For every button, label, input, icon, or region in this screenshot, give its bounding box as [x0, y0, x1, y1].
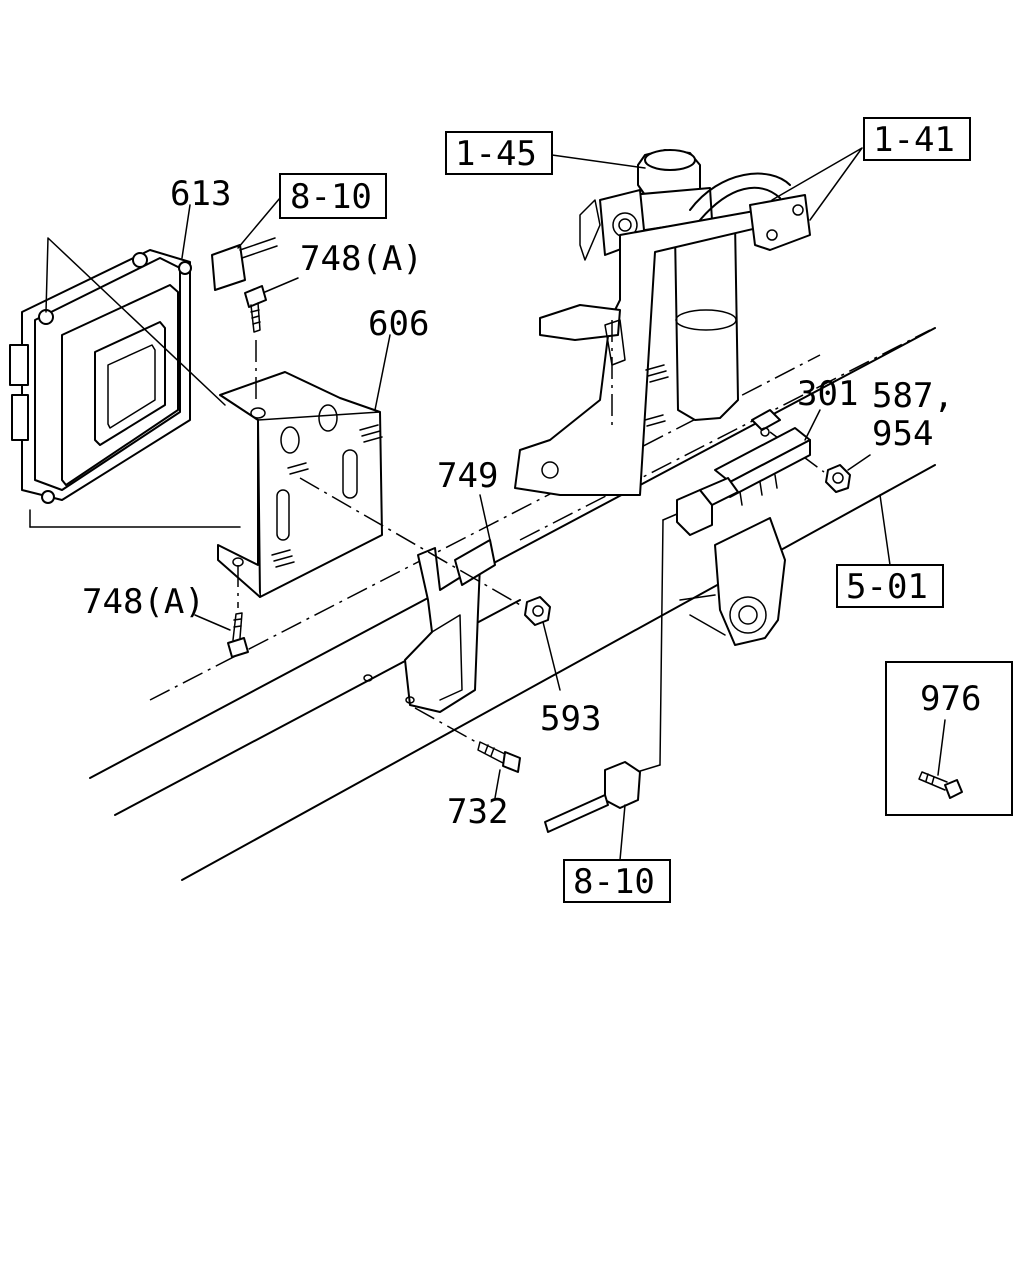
ecu-module	[9, 249, 192, 504]
callout-732: 732	[447, 792, 508, 832]
sensor-301	[636, 409, 811, 773]
callout-748a-bottom: 748(A)	[82, 582, 205, 622]
svg-text:8-10: 8-10	[573, 862, 655, 902]
callout-613: 613	[170, 174, 231, 214]
reference-boxes: 8-10 1-45 1-41 5-01 8-10	[279, 117, 971, 903]
bolt-748a-top	[244, 285, 267, 405]
callout-587: 587,	[872, 376, 954, 416]
callouts: 613 748(A) 606 749 301 587, 954 748(A) 5…	[82, 174, 981, 832]
svg-text:1-45: 1-45	[455, 134, 537, 174]
bolt-732	[414, 707, 521, 773]
spring-hanger	[679, 517, 786, 646]
callout-593: 593	[540, 699, 601, 739]
ref-box-5-01[interactable]: 5-01	[836, 564, 944, 608]
svg-text:5-01: 5-01	[846, 567, 928, 607]
inset-976-box	[885, 661, 1013, 816]
harness-plug	[544, 761, 641, 833]
ref-box-1-41[interactable]: 1-41	[863, 117, 971, 161]
ref-box-8-10-top[interactable]: 8-10	[279, 173, 387, 219]
leader-lines	[29, 147, 946, 861]
callout-954: 954	[872, 414, 933, 454]
bolt-748a-bottom	[227, 565, 249, 658]
svg-text:1-41: 1-41	[873, 120, 955, 160]
callout-606: 606	[368, 304, 429, 344]
frame-rails	[89, 327, 936, 881]
callout-976: 976	[920, 679, 981, 719]
nut-593	[299, 477, 551, 626]
bracket-749	[363, 539, 496, 713]
connector-top	[211, 237, 278, 291]
svg-text:8-10: 8-10	[290, 177, 372, 217]
callout-748a-top: 748(A)	[300, 239, 423, 279]
ref-box-1-45[interactable]: 1-45	[445, 131, 553, 175]
ref-box-8-10-bottom[interactable]: 8-10	[563, 859, 671, 903]
receiver-dryer-assembly	[514, 149, 811, 496]
callout-749: 749	[437, 456, 498, 496]
bracket-606	[217, 371, 383, 598]
callout-301: 301	[797, 374, 858, 414]
